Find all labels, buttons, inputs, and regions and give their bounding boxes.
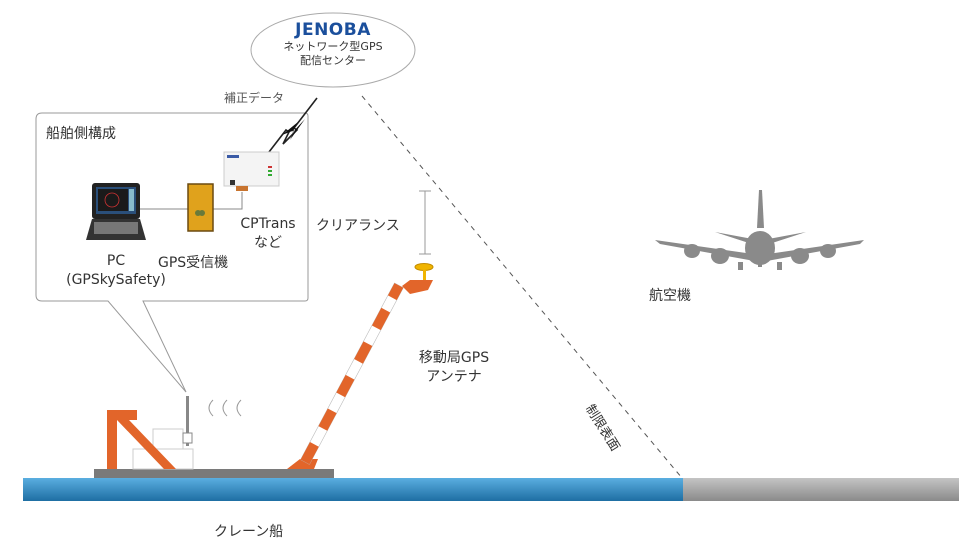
server-line-2: 配信センター (300, 54, 366, 67)
correction-data-label: 補正データ (224, 91, 285, 105)
server-bubble (250, 12, 416, 88)
jenoba-logo: JENOBA (295, 20, 371, 40)
restricted-surface-line (361, 95, 683, 479)
pc-label-line-1: PC (106, 253, 126, 269)
server-label-group: JENOBA ネットワーク型GPS 配信センター (251, 20, 415, 68)
barge-deck (94, 469, 334, 478)
gps-antenna-icon (414, 263, 434, 282)
antenna-label: 移動局GPS アンテナ (404, 349, 504, 387)
water-surface (23, 478, 683, 501)
ship-config-title: 船舶側構成 (46, 126, 116, 142)
aircraft-icon (655, 190, 864, 270)
cable (212, 192, 243, 210)
cptrans-label-line-1: CPTrans (240, 216, 296, 232)
pc-label-line-2: (GPSkySafety) (66, 272, 166, 288)
cptrans-label: CPTrans など (234, 215, 302, 253)
a-frame (107, 410, 176, 469)
runway-surface (683, 478, 959, 501)
gps-receiver-label: GPS受信機 (158, 255, 229, 271)
clearance-label: クリアランス (316, 218, 400, 234)
barge-cabin (152, 428, 184, 450)
aircraft-label: 航空機 (649, 288, 691, 304)
server-line-1: ネットワーク型GPS (283, 40, 383, 53)
radio-wave-icon (208, 399, 242, 417)
gps-receiver-icon (187, 183, 214, 232)
crane-boom (287, 280, 433, 469)
cptrans-label-line-2: など (254, 235, 282, 251)
antenna-label-line-1: 移動局GPS (418, 350, 490, 366)
antenna-label-line-2: アンテナ (426, 369, 482, 385)
crane-ship-label: クレーン船 (214, 524, 284, 540)
cptrans-device (223, 151, 280, 191)
barge-gps-mast (186, 396, 189, 446)
laptop-icon (86, 183, 146, 240)
pc-label: PC (GPSkySafety) (56, 252, 176, 290)
clearance-marker (419, 190, 431, 255)
